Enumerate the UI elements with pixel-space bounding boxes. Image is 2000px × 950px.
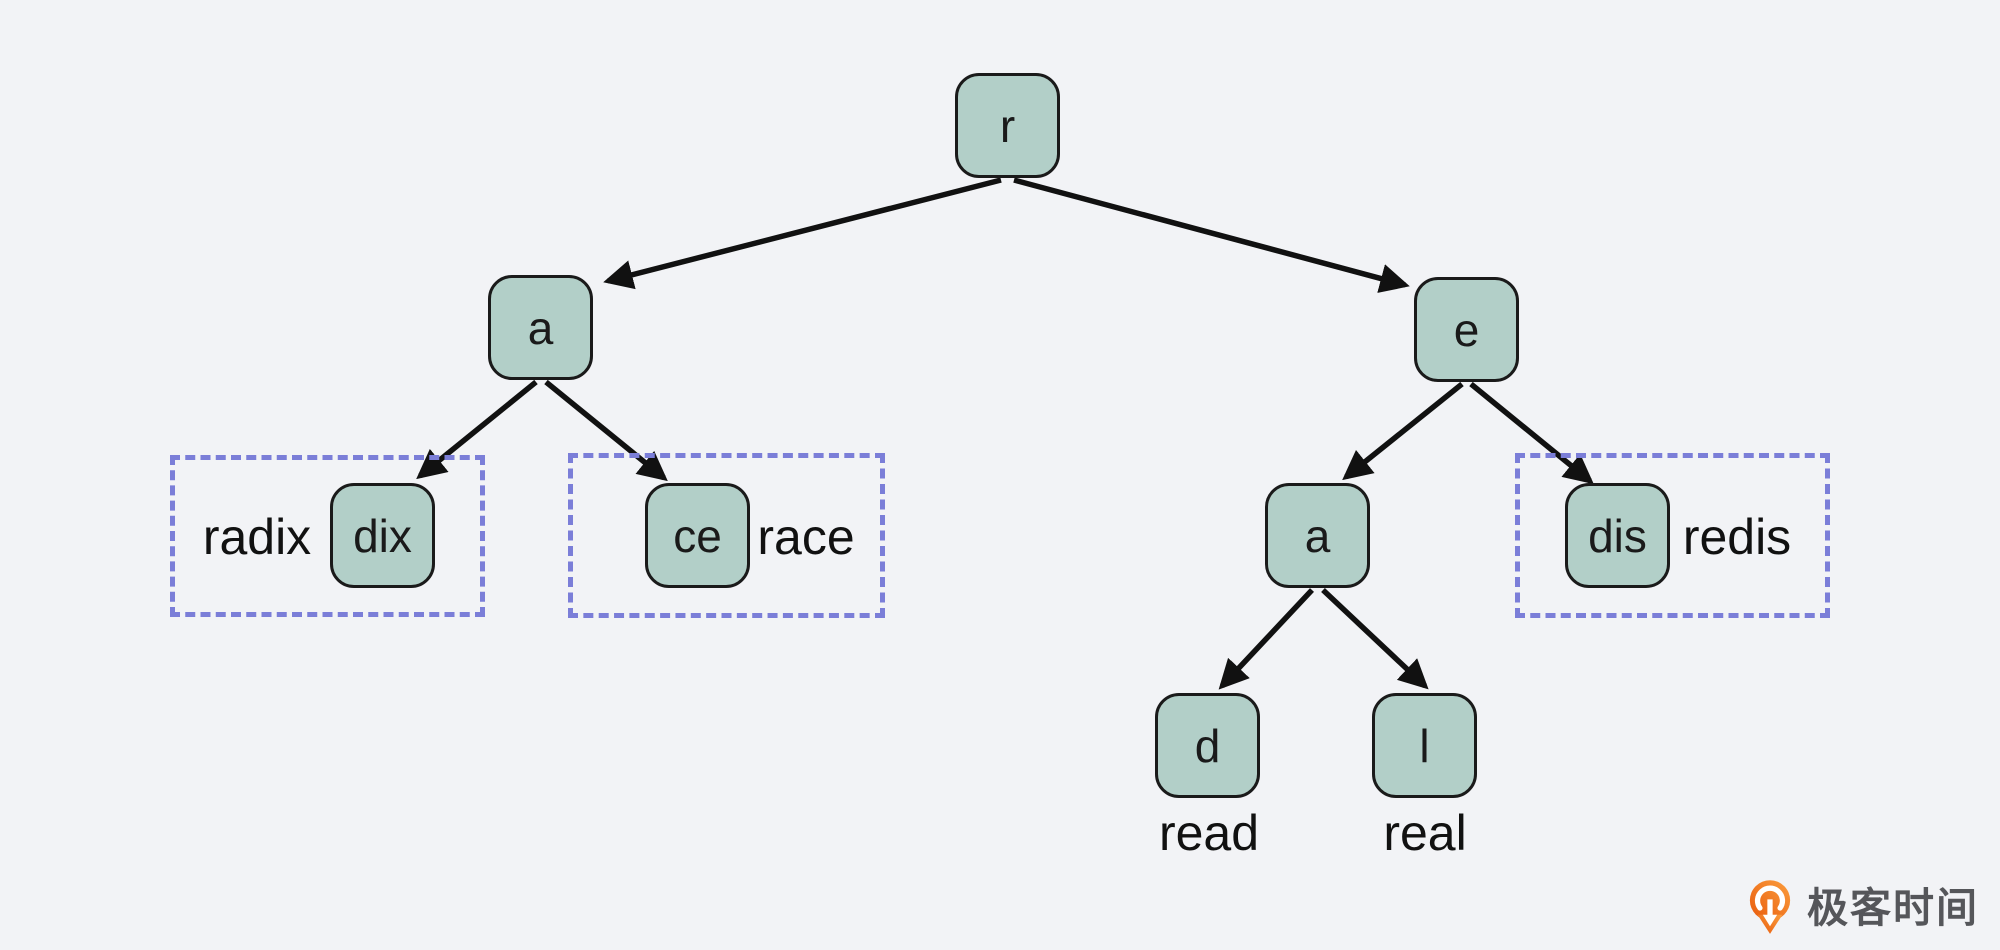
- tree-node-dix: dix: [330, 483, 435, 588]
- tree-node-r: r: [955, 73, 1060, 178]
- edge-a-to-d: [1218, 588, 1315, 690]
- edge-r-to-e: [1013, 177, 1410, 293]
- tree-node-a-right: a: [1265, 483, 1370, 588]
- tree-node-e: e: [1414, 277, 1519, 382]
- edge-a-to-l: [1321, 587, 1429, 690]
- word-label-race: race: [757, 509, 855, 565]
- group-box-race: [568, 453, 885, 618]
- edge-e-to-a-right: [1342, 381, 1464, 481]
- edge-r-to-a-left: [603, 177, 1002, 290]
- group-box-radix: [170, 455, 485, 617]
- word-label-real: real: [1383, 805, 1467, 861]
- group-box-redis: [1515, 453, 1830, 618]
- geektime-logo: 极客时间: [1747, 878, 1979, 938]
- geektime-logo-icon: [1749, 880, 1791, 934]
- geektime-logo-text: 极客时间: [1807, 884, 1979, 931]
- tree-node-dis: dis: [1565, 483, 1670, 588]
- tree-node-ce: ce: [645, 483, 750, 588]
- tree-node-a-left: a: [488, 275, 593, 380]
- tree-node-l: l: [1372, 693, 1477, 798]
- word-label-read: read: [1158, 805, 1260, 861]
- word-label-radix: radix: [202, 509, 312, 565]
- tree-node-d: d: [1155, 693, 1260, 798]
- word-label-redis: redis: [1682, 509, 1792, 565]
